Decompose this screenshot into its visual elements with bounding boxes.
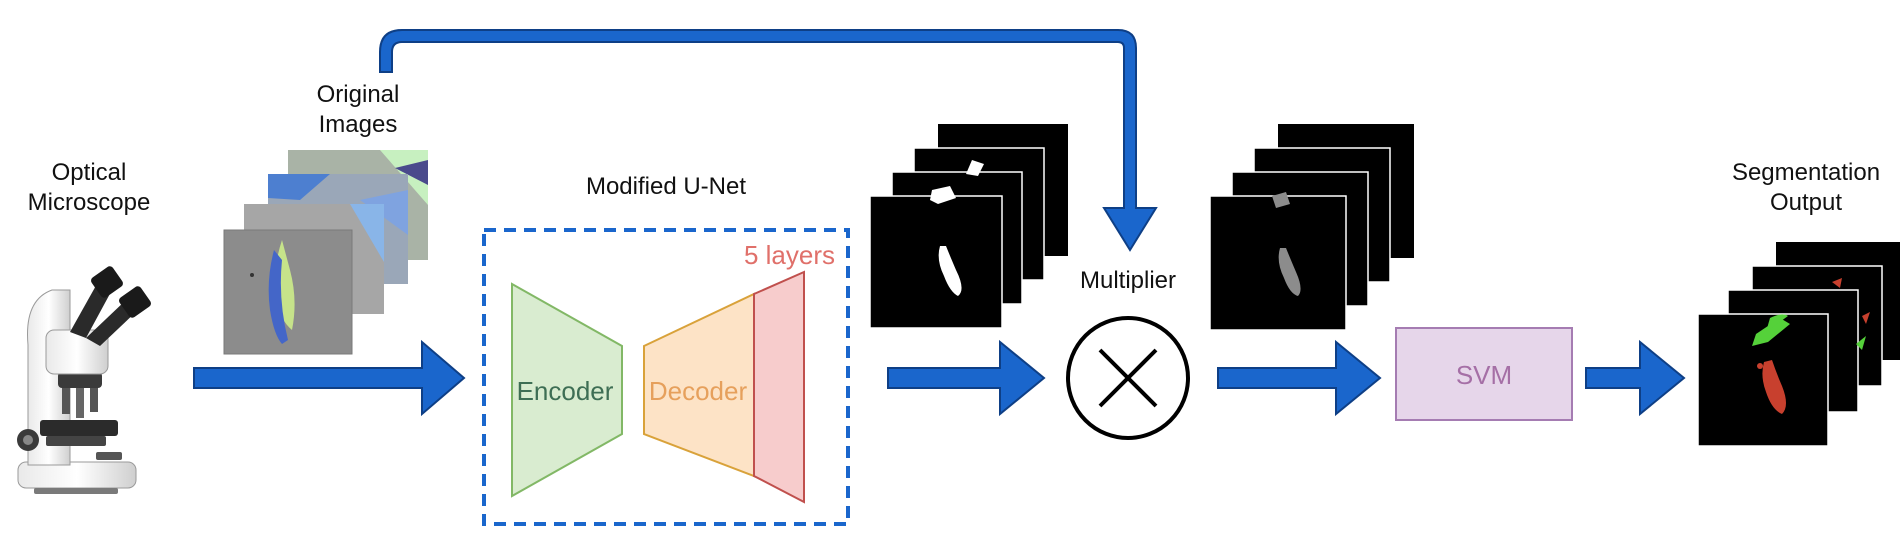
output-label-line1: Segmentation xyxy=(1732,159,1880,186)
flow-arrow-to-multiplier xyxy=(887,339,1046,417)
microscope-icon xyxy=(17,266,151,494)
unet-title: Modified U-Net xyxy=(586,173,746,200)
flow-arrow-input xyxy=(193,339,466,417)
multiply-circle-icon xyxy=(1066,316,1190,440)
layers-note: 5 layers xyxy=(744,240,835,270)
microscope-label-line2: Microscope xyxy=(28,189,151,216)
original-label-line1: Original xyxy=(317,81,400,108)
encoder-block xyxy=(511,282,623,498)
masked-images-stack xyxy=(1209,124,1414,331)
segmentation-output-stack xyxy=(1697,242,1900,447)
original-label-line2: Images xyxy=(319,111,398,138)
encoder-label: Encoder xyxy=(517,376,614,406)
output-layers-block xyxy=(753,270,805,504)
svm-block xyxy=(1395,327,1573,421)
svm-label: SVM xyxy=(1456,360,1512,390)
original-images-stack xyxy=(223,150,428,355)
flow-arrow-to-svm xyxy=(1217,339,1382,417)
output-label-line2: Output xyxy=(1770,189,1842,216)
decoder-label: Decoder xyxy=(649,376,748,406)
original-image xyxy=(223,229,353,355)
microscope-label-line1: Optical xyxy=(52,159,127,186)
flow-arrow-to-output xyxy=(1585,339,1686,417)
binary-masks-stack xyxy=(869,124,1068,329)
unet-dashed-box xyxy=(482,228,850,526)
multiplier-label: Multiplier xyxy=(1080,267,1176,294)
skip-connection-arrow xyxy=(379,29,1158,252)
